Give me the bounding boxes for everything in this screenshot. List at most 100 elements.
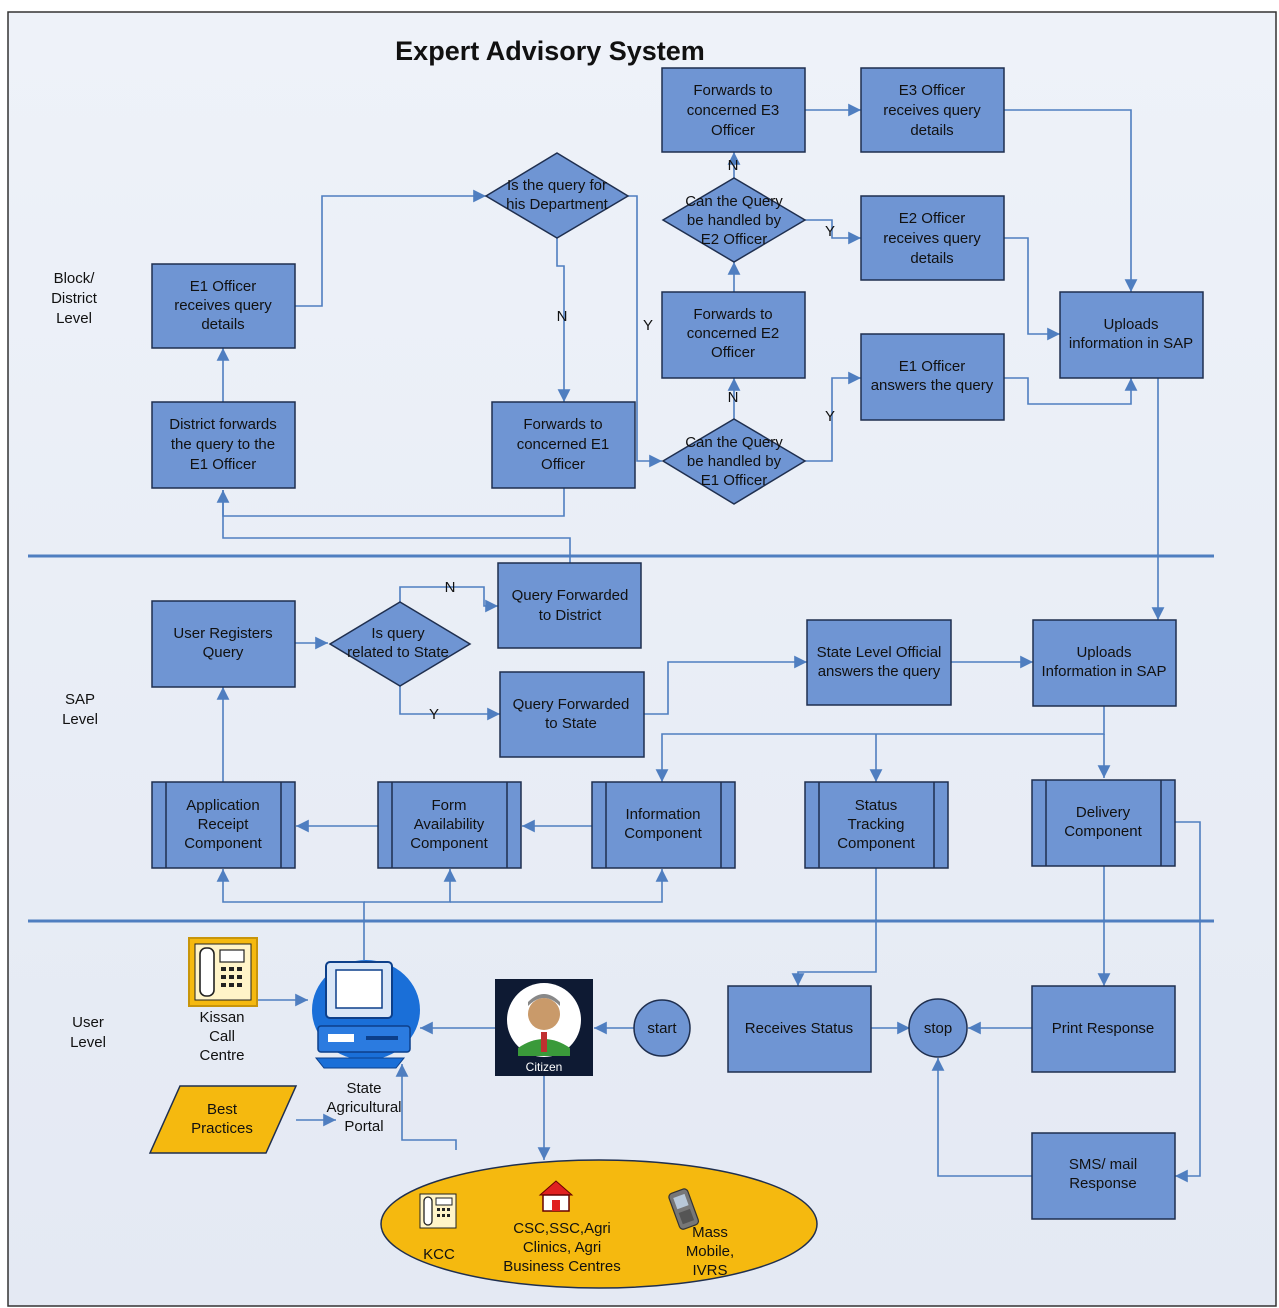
label-state-decision-line: related to State	[347, 644, 449, 661]
connectors	[216, 103, 1201, 1183]
label-app-receipt-line: Component	[184, 835, 262, 852]
arrow-sms-to-stop	[931, 1058, 1032, 1177]
label-forwards-e1-line: Forwards to	[523, 416, 602, 433]
label-kissan-line: Call	[209, 1028, 235, 1045]
node-application-receipt	[151, 781, 296, 869]
edge-label-y: Y	[825, 223, 835, 240]
label-state-official-line: answers the query	[818, 663, 941, 680]
citizen-icon: Citizen	[495, 979, 593, 1076]
node-information-component	[591, 781, 736, 869]
label-query-fwd-district-line: to District	[539, 607, 602, 624]
label-state-official-line: State Level Official	[817, 644, 942, 661]
edge-label-y: Y	[825, 408, 835, 425]
label-e2-receives-line: details	[910, 250, 953, 267]
node-query-forwarded-district	[497, 562, 642, 649]
node-query-forwarded-state	[499, 671, 645, 758]
label-forwards-e2-line: Forwards to	[693, 306, 772, 323]
node-start	[633, 999, 691, 1057]
level-label-user-line: User	[72, 1014, 104, 1031]
label-e1-answers-line: answers the query	[871, 377, 994, 394]
label-e2-receives-line: E2 Officer	[899, 210, 965, 227]
label-query-fwd-state-line: Query Forwarded	[513, 696, 630, 713]
node-forwards-e3	[661, 67, 806, 153]
node-sms-mail-response	[1031, 1132, 1176, 1220]
level-label-sap-line: SAP	[65, 691, 95, 708]
label-e3-receives-line: E3 Officer	[899, 82, 965, 99]
arrow-query-state-to-official	[644, 655, 807, 715]
arrow-delivery-to-sms	[1175, 821, 1201, 1183]
level-label-block-district-line: Block/	[54, 270, 96, 287]
level-label-block-district-line: District	[51, 290, 98, 307]
edge-label-n: N	[728, 389, 739, 406]
diagram-title: Expert Advisory System	[395, 36, 705, 66]
label-stop: stop	[924, 1020, 952, 1037]
arrow-e1-to-dept-decision	[295, 189, 486, 307]
telephone-icon	[188, 937, 258, 1007]
mobile-phone-icon	[668, 1188, 700, 1230]
label-state-portal-line: Agricultural	[326, 1099, 401, 1116]
label-sms-mail-line: SMS/ mail	[1069, 1156, 1137, 1173]
label-uploads-sap-top-line: information in SAP	[1069, 335, 1193, 352]
arrow-portal-to-info	[450, 869, 669, 903]
edge-labels: N Y N Y N Y N Y	[429, 157, 835, 723]
label-forwards-e1-line: Officer	[541, 456, 585, 473]
label-uploads-sap-mid-line: Information in SAP	[1041, 663, 1166, 680]
arrow-status-to-receives	[791, 868, 877, 986]
label-e1-decision-line: Can the Query	[685, 434, 783, 451]
label-e3-receives-line: receives query	[883, 102, 981, 119]
label-kissan-line: Kissan	[199, 1009, 244, 1026]
label-print-response-line: Print Response	[1052, 1020, 1155, 1037]
label-e1-receives-line: details	[201, 316, 244, 333]
node-state-official	[806, 619, 952, 706]
label-app-receipt-line: Application	[186, 797, 259, 814]
label-forwards-e3-line: Forwards to	[693, 82, 772, 99]
label-status-track-line: Status	[855, 797, 898, 814]
node-stop	[908, 998, 968, 1058]
label-e1-receives-line: receives query	[174, 297, 272, 314]
label-mass-mobile-line: Mobile,	[686, 1243, 734, 1260]
label-receives-status: Receives Status	[745, 1020, 853, 1037]
label-e1-decision-line: E1 Officer	[701, 472, 767, 489]
label-state-portal-line: Portal	[344, 1118, 383, 1135]
label-delivery-line: Component	[1064, 823, 1142, 840]
label-best-practices-line: Practices	[191, 1120, 253, 1137]
edge-label-n: N	[445, 579, 456, 596]
node-decision-department	[484, 152, 630, 239]
label-receives-status-line: Receives Status	[745, 1020, 853, 1037]
arrow-portal-to-app	[216, 869, 365, 960]
arrow-can-e2-yes-to-e2	[805, 219, 861, 245]
arrow-state-no-to-district	[399, 586, 498, 613]
label-info-comp-line: Information	[625, 806, 700, 823]
arrow-e3-to-uploads	[1004, 109, 1138, 292]
node-delivery-component	[1031, 779, 1176, 867]
arrow-channels-to-portal	[395, 1064, 457, 1150]
label-mass-mobile-line: Mass	[692, 1224, 728, 1241]
label-district-forwards-line: the query to the	[171, 436, 275, 453]
node-decision-e1	[661, 418, 807, 505]
node-uploads-sap-mid	[1032, 619, 1177, 707]
label-e1-receives-line: E1 Officer	[190, 278, 256, 295]
label-forwards-e3-line: concerned E3	[687, 102, 780, 119]
node-status-tracking	[804, 781, 949, 869]
